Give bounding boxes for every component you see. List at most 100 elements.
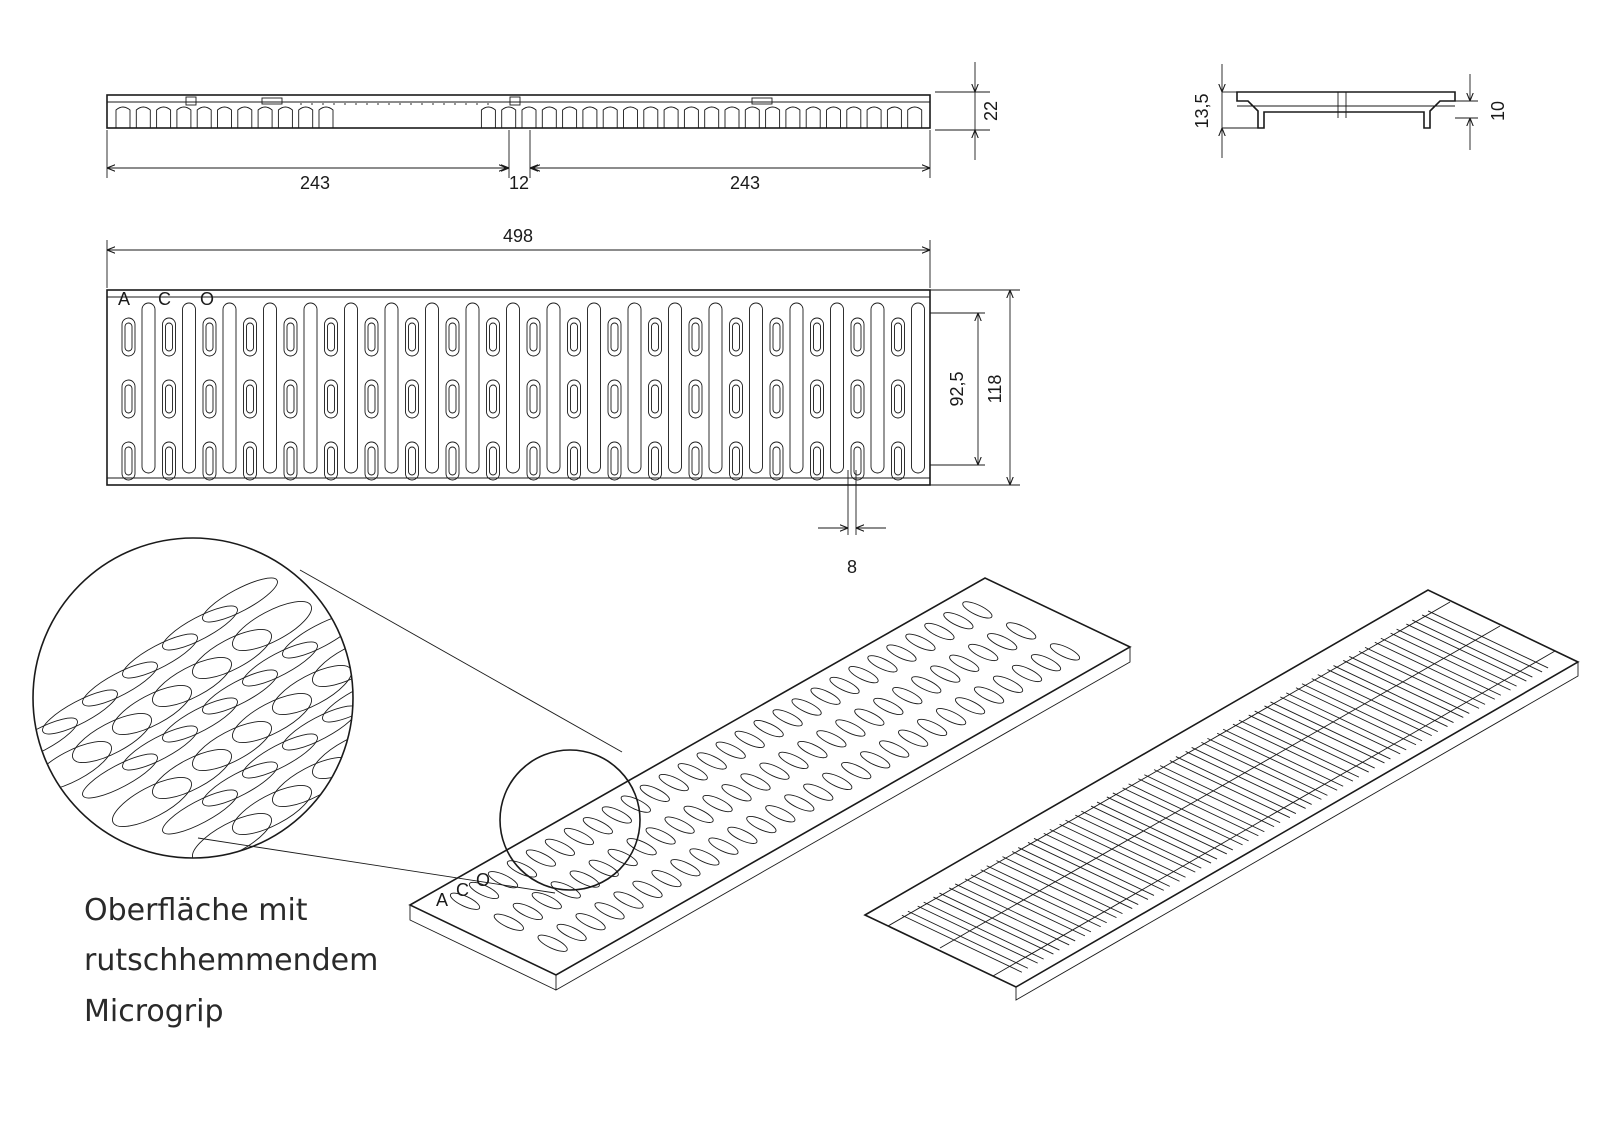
plan-grip-pad [283, 379, 298, 419]
plan-long-slot [303, 302, 318, 474]
plan-long-slot [141, 302, 156, 474]
side-tooth [826, 106, 841, 128]
plan-grip-pad-inner [408, 446, 416, 476]
plan-grip-pad-inner [894, 384, 902, 414]
iso-slot [930, 665, 961, 683]
iso-slot [632, 880, 663, 898]
mag-slot [352, 793, 353, 843]
plan-grip-pad-inner [246, 384, 254, 414]
iso-slot [924, 622, 955, 641]
plan-grip-pad-inner [894, 322, 902, 352]
iso-slot [715, 741, 746, 759]
iso-centre-bar [939, 625, 1501, 949]
plan-grip-pad [607, 317, 622, 357]
plan-grip-pad [445, 317, 460, 357]
plan-grip-pad-inner [894, 446, 902, 476]
iso-slot [689, 848, 720, 866]
mag-slot [312, 729, 353, 779]
plan-grip-pad-inner [772, 322, 781, 352]
plan-grip-pad [202, 317, 217, 357]
plan-grip-pad-inner [205, 384, 214, 414]
plan-long-slot [425, 302, 439, 474]
iso-rib [1059, 823, 1180, 882]
plan-grip-pad [243, 379, 257, 419]
plan-grip-pad [486, 317, 500, 357]
iso-rib-edge [986, 865, 1107, 924]
iso-rib-edge [1317, 674, 1438, 733]
iso-rib-edge [1427, 610, 1549, 669]
side-tooth [907, 106, 923, 128]
iso-rib [1075, 814, 1196, 873]
iso-rib-edge [1128, 783, 1249, 842]
iso-slot [873, 697, 904, 716]
iso-rib [1106, 796, 1228, 855]
side-tooth [886, 106, 902, 128]
side-tooth [298, 106, 314, 128]
side-tooth [704, 106, 720, 128]
plan-grip-pad [324, 441, 338, 481]
plan-grip-pad-inner [772, 446, 781, 476]
plan-grip-pad-inner [489, 384, 497, 414]
mag-slot [112, 685, 192, 735]
plan-grip-pad [202, 441, 217, 481]
mag-grip-pad [82, 661, 158, 707]
iso-rib [1421, 614, 1543, 673]
plan-long-slot [668, 302, 682, 474]
plan-grip-pad-inner [286, 446, 295, 476]
iso-rib-edge [1175, 756, 1297, 814]
iso-rib [948, 887, 1070, 946]
mag-grip-pad [162, 697, 238, 743]
plan-grip-pad [445, 379, 460, 419]
iso-slot [658, 773, 689, 792]
plan-grip-pad [850, 317, 865, 357]
iso-rib-edge [1081, 810, 1202, 869]
plan-grip-pad-inner [610, 384, 619, 414]
plan-grip-pad-inner [448, 384, 457, 414]
mag-grip-pad [282, 797, 353, 843]
iso-slot [683, 805, 714, 823]
iso-top-slots [449, 601, 1081, 952]
plan-grip-pad-inner [165, 446, 173, 476]
logo-letter-c: C [158, 289, 171, 309]
plan-long-slot [222, 302, 237, 474]
iso-slot [911, 676, 942, 694]
mag-grip-pad [202, 669, 278, 715]
iso-slot [867, 655, 898, 673]
iso-slot [797, 741, 828, 759]
iso-rib [933, 896, 1054, 955]
dim-side-gap: 12 [509, 173, 529, 193]
side-tooth [805, 106, 821, 128]
iso-slot [936, 708, 967, 726]
mag-grip-pad [282, 705, 353, 751]
iso-slot [759, 762, 790, 780]
iso-slot [613, 891, 644, 909]
iso-rib [1327, 669, 1448, 727]
plan-grip-pad-inner [367, 446, 376, 476]
iso-slot [954, 697, 986, 715]
plan-grip-pad [526, 379, 541, 419]
plan-grip-pad [243, 317, 257, 357]
plan-grip-pad-inner [489, 322, 497, 352]
mag-slot [192, 721, 272, 771]
iso-slot [803, 783, 834, 801]
plan-long-slot [587, 302, 601, 474]
iso-slot [753, 720, 784, 738]
magnifier-detail [33, 577, 353, 858]
iso-slot [740, 773, 771, 791]
iso-slot [879, 740, 910, 758]
plan-view-slots [121, 302, 925, 481]
plan-grip-pad [769, 317, 784, 357]
plan-grip-pad [850, 379, 865, 419]
mag-slot [72, 713, 152, 763]
side-tooth [846, 106, 862, 128]
iso-rib-edge [923, 901, 1044, 960]
side-tooth [156, 106, 172, 128]
aco-logo: A C O [118, 289, 214, 309]
plan-grip-pad-inner [448, 322, 457, 352]
mag-grip-pad [202, 577, 278, 623]
plan-grip-pad-inner [651, 322, 659, 352]
iso-slot [892, 687, 923, 705]
plan-long-slot [506, 302, 520, 474]
iso-rib [1358, 650, 1480, 709]
